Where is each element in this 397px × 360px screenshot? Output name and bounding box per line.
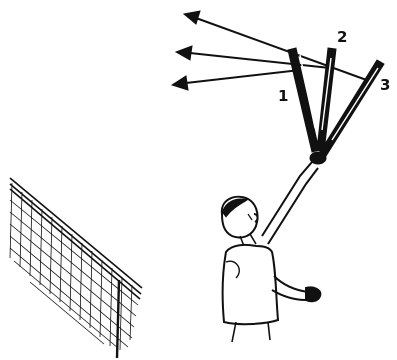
net-post bbox=[117, 280, 119, 358]
racket-grip bbox=[310, 152, 326, 164]
racket-label-2: 2 bbox=[337, 28, 347, 46]
player-head bbox=[222, 197, 258, 238]
net bbox=[10, 178, 142, 358]
trajectory-arrow-2 bbox=[176, 46, 330, 68]
racket-label-1: 1 bbox=[278, 87, 288, 105]
player-left-hand bbox=[306, 287, 320, 301]
racket-positions bbox=[288, 48, 384, 164]
racket-position-1 bbox=[288, 48, 319, 152]
net-mesh-vertical bbox=[10, 183, 132, 350]
player-raised-arm bbox=[262, 162, 318, 244]
trajectory-arrow-3 bbox=[184, 11, 372, 82]
player-torso bbox=[223, 245, 278, 324]
player bbox=[222, 162, 321, 342]
trajectory-arrows bbox=[172, 11, 372, 90]
racket-label-3: 3 bbox=[380, 76, 390, 94]
